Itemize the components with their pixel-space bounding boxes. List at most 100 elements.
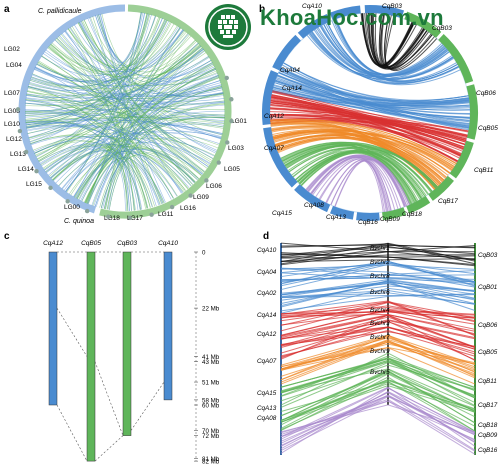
lg-label-lg18: LG18 (104, 215, 120, 222)
synteny-link (280, 292, 389, 298)
synteny-link (387, 242, 476, 262)
synteny-link (280, 341, 389, 385)
synteny-link (280, 380, 389, 423)
synteny-chord (25, 19, 167, 126)
synteny-chord (275, 79, 469, 129)
synteny-link (280, 385, 389, 423)
synteny-chord (308, 33, 445, 78)
synteny-link (387, 277, 476, 285)
synteny-link (280, 331, 389, 346)
lg-label-lg10: LG10 (4, 121, 20, 128)
middle-label-bvchr7: Bvchr7 (370, 334, 390, 341)
axis-tick-label: 58 Mb (202, 397, 220, 404)
synteny-chord (26, 94, 222, 139)
synteny-chord (36, 60, 212, 87)
synteny-chords-b (269, 12, 471, 213)
right-label-cqb16: CqB16 (478, 447, 498, 454)
right-label-cqb11: CqB11 (478, 378, 497, 385)
chrom-label-cqa08: CqA08 (304, 202, 324, 209)
synteny-chord (271, 125, 455, 168)
synteny-chord (41, 55, 205, 173)
synteny-chord (29, 23, 175, 89)
synteny-link (387, 255, 476, 258)
synteny-link (280, 364, 389, 402)
synteny-chord (58, 146, 198, 186)
synteny-chord (90, 17, 200, 73)
axis-tick-label: 60 Mb (202, 403, 220, 410)
axis-tick-label: 51 Mb (202, 380, 220, 387)
correspondence-line (130, 381, 165, 431)
synteny-chord (65, 30, 189, 72)
synteny-chord (25, 55, 209, 103)
synteny-link (387, 311, 476, 319)
axis-tick-label: 70 Mb (202, 428, 220, 435)
ring-segment (34, 168, 39, 174)
axis-tick-label: 81 Mb (202, 456, 220, 463)
chromosome-segment (364, 5, 405, 19)
synteny-chord (30, 133, 184, 193)
ring-segment (229, 118, 234, 124)
synteny-chord (37, 30, 185, 160)
chrom-label-cqb17: CqB17 (438, 198, 458, 205)
synteny-chord (291, 146, 438, 188)
lg-label-lg02: LG02 (4, 46, 20, 53)
synteny-chord (81, 104, 225, 202)
synteny-link (280, 352, 389, 406)
synteny-chord (82, 20, 171, 67)
chromosome-bar (48, 251, 58, 406)
chromosome-segment (404, 11, 442, 38)
chromosome-segment (381, 207, 407, 221)
synteny-link (387, 335, 476, 366)
synteny-link (387, 279, 476, 292)
axis-tick-label: 43 Mb (202, 359, 220, 366)
synteny-link (387, 395, 476, 436)
synteny-link (280, 281, 389, 296)
synteny-chord (26, 125, 204, 174)
lg-label-lg01: LG01 (231, 118, 247, 125)
synteny-chord (52, 33, 189, 181)
synteny-link (280, 387, 389, 440)
chromosome-segment (466, 84, 478, 140)
panel-d-letter: d (263, 231, 269, 242)
synteny-chord (39, 144, 153, 208)
ring-segment (204, 178, 209, 183)
synteny-chord (60, 34, 194, 185)
synteny-chord (311, 157, 388, 212)
synteny-link (387, 395, 476, 451)
axis-tick-label: 72 Mb (202, 433, 220, 440)
synteny-link (280, 313, 389, 317)
chromosome-segment (329, 5, 361, 21)
synteny-link (280, 295, 389, 312)
chrom-label-cqa10: CqA10 (302, 3, 322, 10)
left-label-cqa14: CqA14 (257, 312, 277, 319)
synteny-link (387, 290, 476, 305)
synteny-link (387, 301, 476, 319)
synteny-chord (319, 26, 454, 80)
right-label-cqb01: CqB01 (478, 284, 497, 291)
synteny-chord (95, 15, 213, 80)
synteny-chord (78, 68, 216, 201)
synteny-chord (38, 144, 149, 209)
synteny-chord (95, 12, 142, 63)
lg-label-lg17: LG17 (127, 215, 143, 222)
chromosome-segment (449, 140, 474, 179)
synteny-link (280, 355, 389, 397)
chrom-label-cqa15: CqA15 (272, 210, 292, 217)
synteny-chord (61, 33, 217, 152)
watermark-title: KhoaHoc.com.vn (260, 5, 444, 30)
synteny-link (280, 335, 389, 381)
left-label-cqa02: CqA02 (257, 290, 277, 297)
synteny-link (387, 244, 476, 253)
synteny-link (387, 321, 476, 350)
axis-tick-label: 0 (202, 250, 206, 257)
chrom-label-cqa07: CqA07 (264, 145, 284, 152)
ring-segment (48, 185, 53, 191)
synteny-link (280, 252, 389, 258)
chromosome-bar (122, 251, 132, 436)
synteny-link (387, 293, 476, 297)
synteny-link (280, 251, 389, 266)
synteny-link (280, 396, 389, 451)
